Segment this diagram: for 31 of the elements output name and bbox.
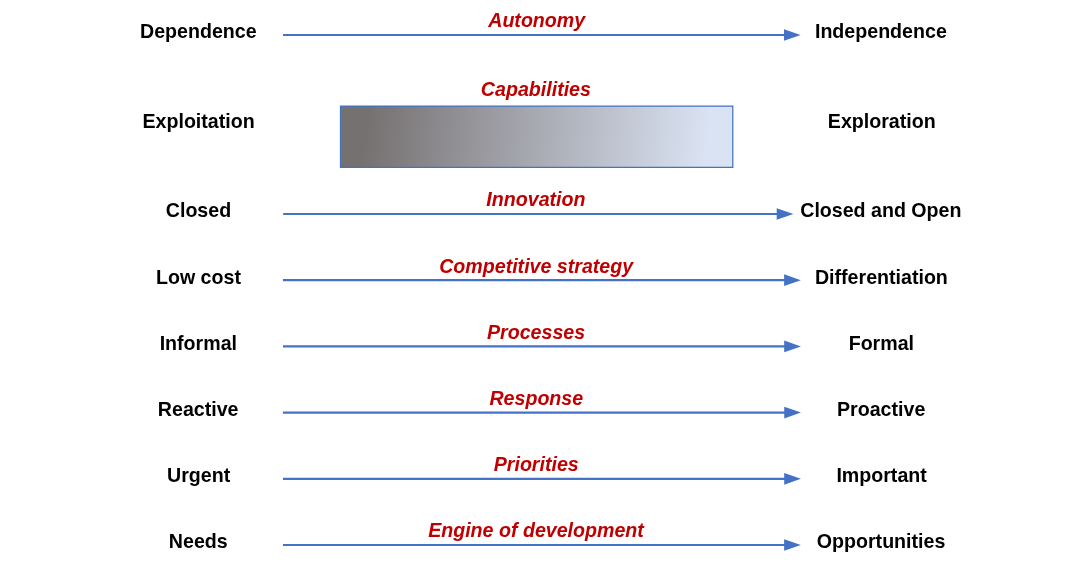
node-text: Urgent	[167, 464, 231, 487]
arrow	[282, 274, 801, 287]
node-text: Independence	[814, 20, 947, 43]
edge-label: Autonomy	[488, 9, 586, 32]
node-text: Low cost	[155, 265, 241, 288]
node-text: Formal	[848, 331, 915, 354]
arrow	[283, 208, 794, 220]
node-text: Exploitation	[142, 109, 255, 132]
node-text: Dependence	[140, 20, 257, 43]
edge-label: Processes	[486, 320, 586, 343]
node-text: Needs	[168, 530, 228, 553]
node-text: Important	[836, 464, 927, 487]
arrow	[283, 472, 801, 485]
edge-label: Priorities	[493, 453, 579, 476]
arrow	[282, 539, 801, 551]
node-text: Proactive	[837, 398, 926, 421]
node-text: Differentiation	[814, 265, 948, 288]
node-label: Capabilities	[480, 78, 591, 101]
node-text: Closed	[165, 199, 232, 222]
node-text: Reactive	[157, 398, 239, 421]
edge-label: Response	[489, 387, 584, 409]
node-text: Closed and Open	[800, 199, 962, 222]
edge-label: Innovation	[486, 188, 586, 211]
arrow	[283, 340, 801, 353]
edge-label: Engine of development	[428, 519, 644, 542]
node-text: Opportunities	[816, 530, 946, 553]
node-text: Exploration	[827, 109, 936, 132]
arrow	[282, 406, 801, 419]
arrow	[282, 29, 801, 41]
node-text: Informal	[159, 331, 238, 354]
edge-label: Competitive strategy	[439, 254, 634, 277]
